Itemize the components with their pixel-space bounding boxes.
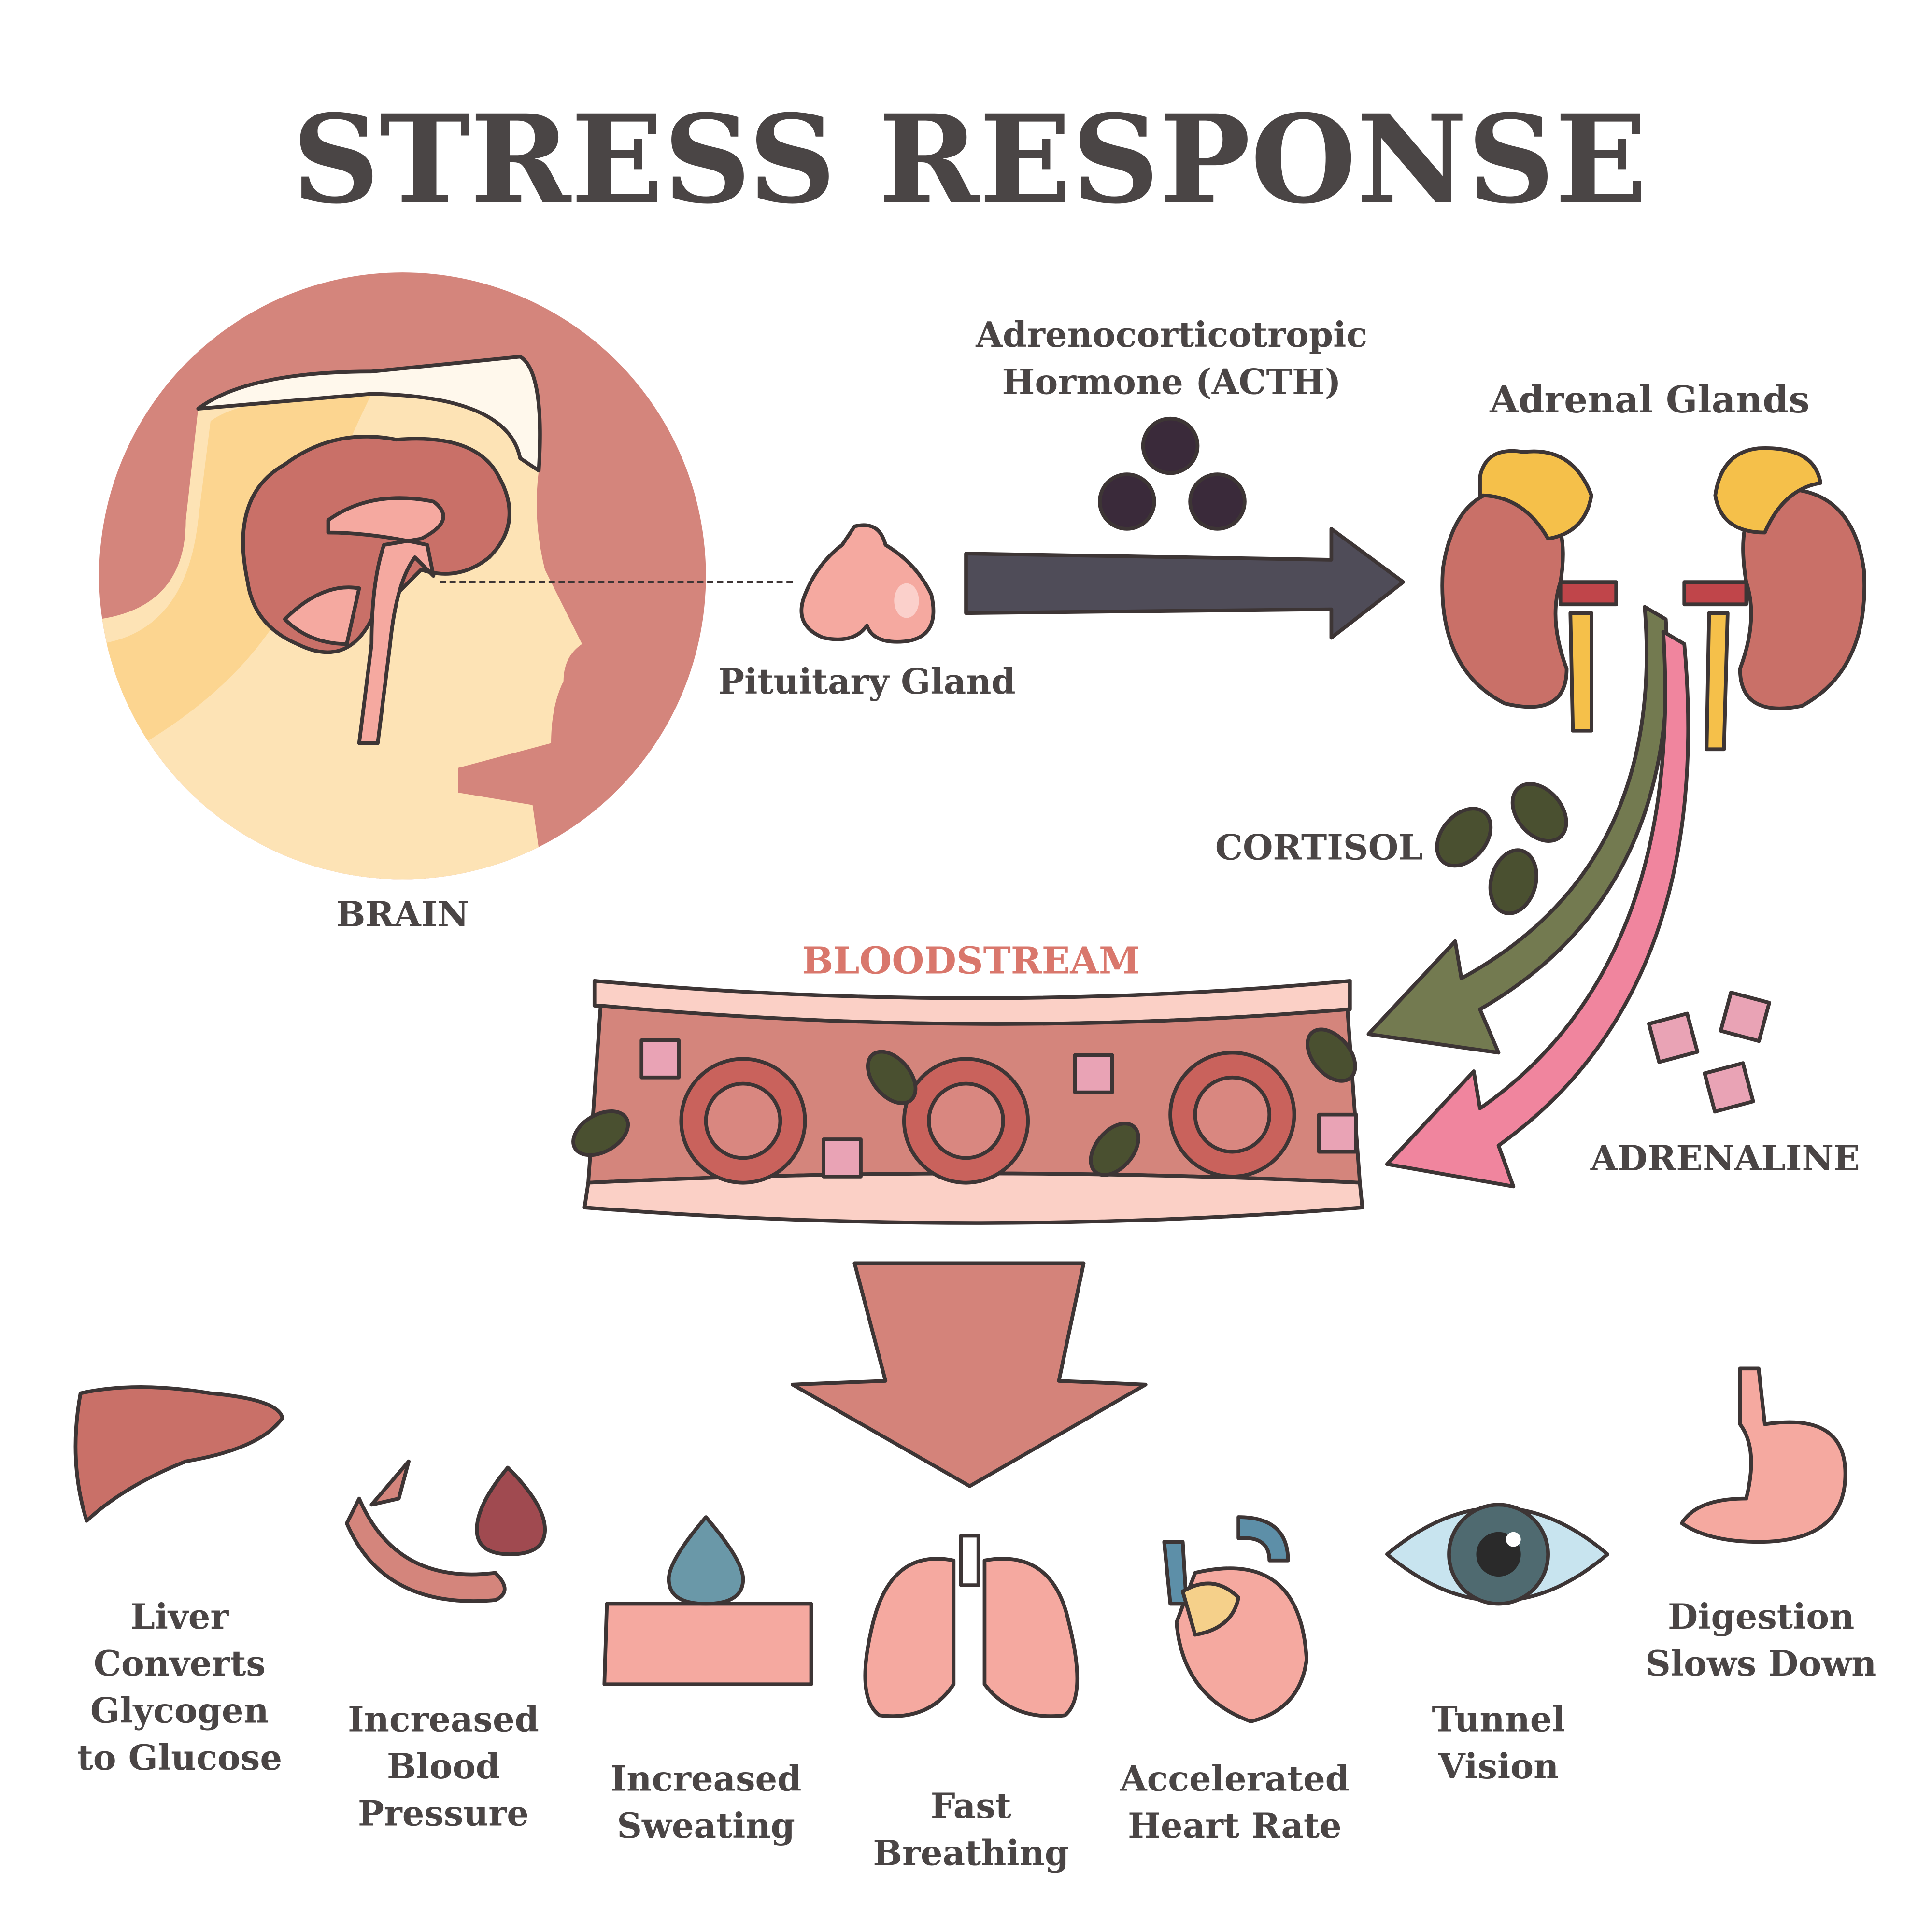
blood-vessel-illustration <box>571 979 1364 1225</box>
blood-vessel-icon <box>345 1459 547 1603</box>
effect-blood-pressure: Increased Blood Pressure <box>348 1699 539 1834</box>
effect-text: Sweating <box>617 1805 795 1846</box>
effect-text: Liver <box>130 1596 229 1637</box>
heart-icon <box>1162 1515 1308 1723</box>
adrenaline-label: ADRENALINE <box>1590 1138 1860 1179</box>
sweat-skin-icon <box>602 1515 813 1687</box>
effect-text: Pressure <box>358 1793 529 1833</box>
effect-text: Increased <box>611 1759 802 1799</box>
stomach-icon <box>1680 1366 1847 1544</box>
lungs-icon <box>863 1534 1080 1718</box>
pituitary-gland-icon <box>799 523 936 644</box>
acth-arrow <box>964 527 1405 640</box>
effect-text: Increased <box>348 1699 539 1740</box>
effect-text: Glycogen <box>90 1690 269 1731</box>
effect-text: Accelerated <box>1120 1759 1350 1799</box>
adrenaline-cubes-icon <box>1647 991 1771 1114</box>
effect-breathing: Fast Breathing <box>873 1786 1069 1873</box>
acth-label-line1: Adrenocorticotropic <box>975 314 1367 355</box>
effect-text: to Glucose <box>77 1737 282 1778</box>
liver-icon <box>73 1385 284 1523</box>
effect-digestion: Digestion Slows Down <box>1646 1596 1876 1684</box>
effect-text: Heart Rate <box>1128 1805 1342 1846</box>
effect-text: Converts <box>94 1643 266 1684</box>
effect-text: Slows Down <box>1646 1643 1876 1684</box>
effect-text: Vision <box>1438 1746 1559 1787</box>
adrenaline-arrow <box>1385 629 1690 1189</box>
bloodstream-label: BLOODSTREAM <box>802 939 1140 982</box>
cortisol-pills-icon <box>1435 782 1568 915</box>
effect-sweating: Increased Sweating <box>611 1759 802 1846</box>
effect-text: Digestion <box>1668 1596 1854 1637</box>
effect-liver: Liver Converts Glycogen to Glucose <box>77 1596 282 1778</box>
title: STRESS RESPONSE <box>292 88 1648 231</box>
cortisol-arrow <box>1366 605 1669 1055</box>
acth-molecules-icon <box>1098 416 1247 531</box>
effects-down-arrow <box>791 1261 1148 1488</box>
effect-text: Fast <box>931 1786 1011 1826</box>
acth-label-line2: Hormone (ACTH) <box>1002 361 1341 402</box>
adrenal-label: Adrenal Glands <box>1489 378 1809 422</box>
pituitary-label: Pituitary Gland <box>718 661 1016 702</box>
brain-label: BRAIN <box>336 894 469 935</box>
effect-text: Breathing <box>873 1833 1069 1874</box>
eye-icon <box>1385 1503 1610 1606</box>
effect-text: Tunnel <box>1432 1699 1565 1740</box>
effect-text: Blood <box>387 1746 500 1787</box>
effect-heart-rate: Accelerated Heart Rate <box>1120 1759 1350 1846</box>
effect-tunnel-vision: Tunnel Vision <box>1432 1699 1565 1787</box>
cortisol-label: CORTISOL <box>1215 827 1423 867</box>
brain-illustration <box>99 272 793 880</box>
kidneys-icon <box>1440 446 1866 752</box>
